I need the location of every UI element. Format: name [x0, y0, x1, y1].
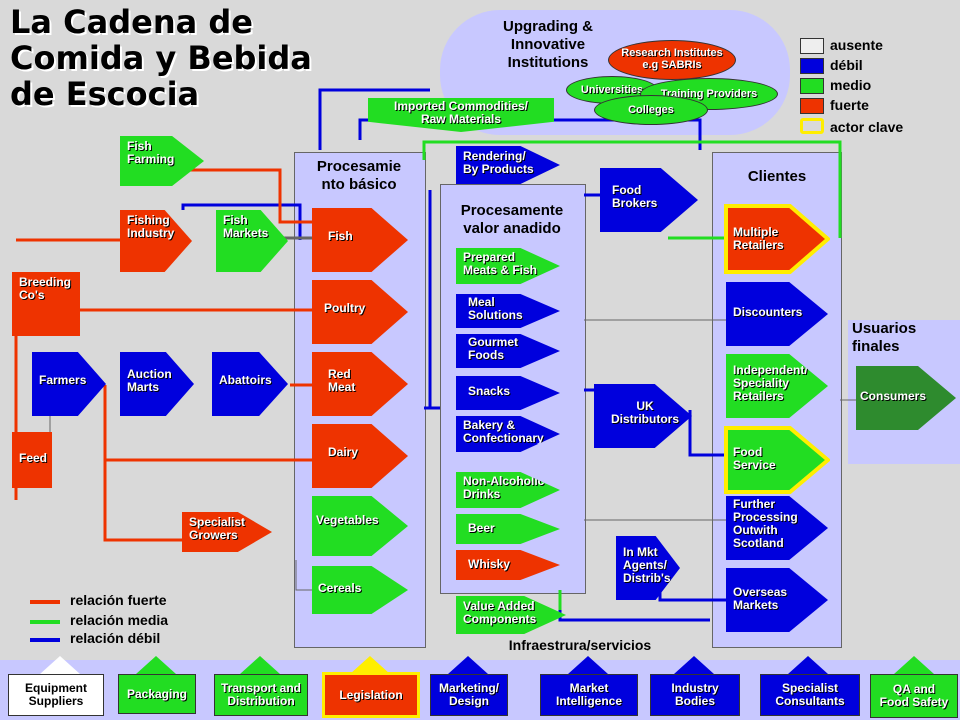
upgrading-header: Upgrading & Innovative Institutions	[503, 18, 593, 71]
actor-outline-food-service	[724, 426, 830, 494]
key-swatch-medio	[800, 78, 824, 94]
legend-strong-label: relación fuerte	[70, 592, 167, 608]
key-label-actor: actor clave	[830, 119, 904, 135]
legend-weak-label: relación débil	[70, 630, 161, 646]
key-label-ausente: ausente	[830, 37, 883, 53]
colleges-node[interactable]: Colleges	[594, 95, 708, 125]
basic-processing-header: Procesamie nto básico	[316, 158, 402, 193]
key-swatch-actor	[800, 118, 824, 134]
link-medium	[422, 140, 842, 238]
key-swatch-ausente	[800, 38, 824, 54]
key-label-fuerte: fuerte	[830, 97, 869, 113]
research-node[interactable]: Research Institutes e.g SABRIs	[608, 40, 736, 80]
feed-node[interactable]: Feed	[12, 432, 52, 488]
infra-header: Infraestrura/servicios	[508, 637, 652, 653]
equipment-arrow	[40, 656, 80, 674]
marketing-arrow	[448, 656, 488, 674]
link-none	[295, 560, 314, 591]
legend-medium-line	[30, 620, 60, 624]
clients-header: Clientes	[747, 168, 807, 185]
breeding-node[interactable]: Breeding Co's	[12, 272, 80, 336]
key-label-debil: débil	[830, 57, 863, 73]
packaging-box[interactable]: Packaging	[118, 674, 196, 714]
key-swatch-debil	[800, 58, 824, 74]
marketing-box[interactable]: Marketing/ Design	[430, 674, 508, 716]
end-users-header: Usuarios finales	[852, 320, 917, 355]
transport-arrow	[240, 656, 280, 674]
page-title: La Cadena de Comida y Bebida de Escocia	[10, 3, 312, 113]
legislation-box[interactable]: Legislation	[322, 672, 420, 718]
legislation-arrow	[350, 656, 390, 674]
specialist-arrow	[788, 656, 828, 674]
link-strong	[150, 168, 314, 224]
industry-bodies-box[interactable]: Industry Bodies	[650, 674, 740, 716]
specialist-consultants-box[interactable]: Specialist Consultants	[760, 674, 860, 716]
prepared-meats-node[interactable]: Prepared Meats & Fish	[456, 248, 560, 284]
market-intelligence-box[interactable]: Market Intelligence	[540, 674, 638, 716]
value-added-header: Procesamente valor anadido	[460, 202, 564, 237]
link-strong	[103, 385, 190, 542]
legend-strong-line	[30, 600, 60, 604]
packaging-arrow	[136, 656, 176, 674]
equipment-suppliers-box[interactable]: Equipment Suppliers	[8, 674, 104, 716]
legend-weak-line	[30, 638, 60, 642]
industry-arrow	[674, 656, 714, 674]
qa-food-safety-box[interactable]: QA and Food Safety	[870, 674, 958, 718]
actor-outline-multiple	[724, 204, 830, 274]
key-label-medio: medio	[830, 77, 872, 93]
market-intel-arrow	[568, 656, 608, 674]
link-weak	[688, 410, 730, 457]
key-swatch-fuerte	[800, 98, 824, 114]
link-weak	[318, 88, 430, 150]
transport-box[interactable]: Transport and Distribution	[214, 674, 308, 716]
qa-arrow	[894, 656, 934, 674]
legend-medium-label: relación media	[70, 612, 169, 628]
